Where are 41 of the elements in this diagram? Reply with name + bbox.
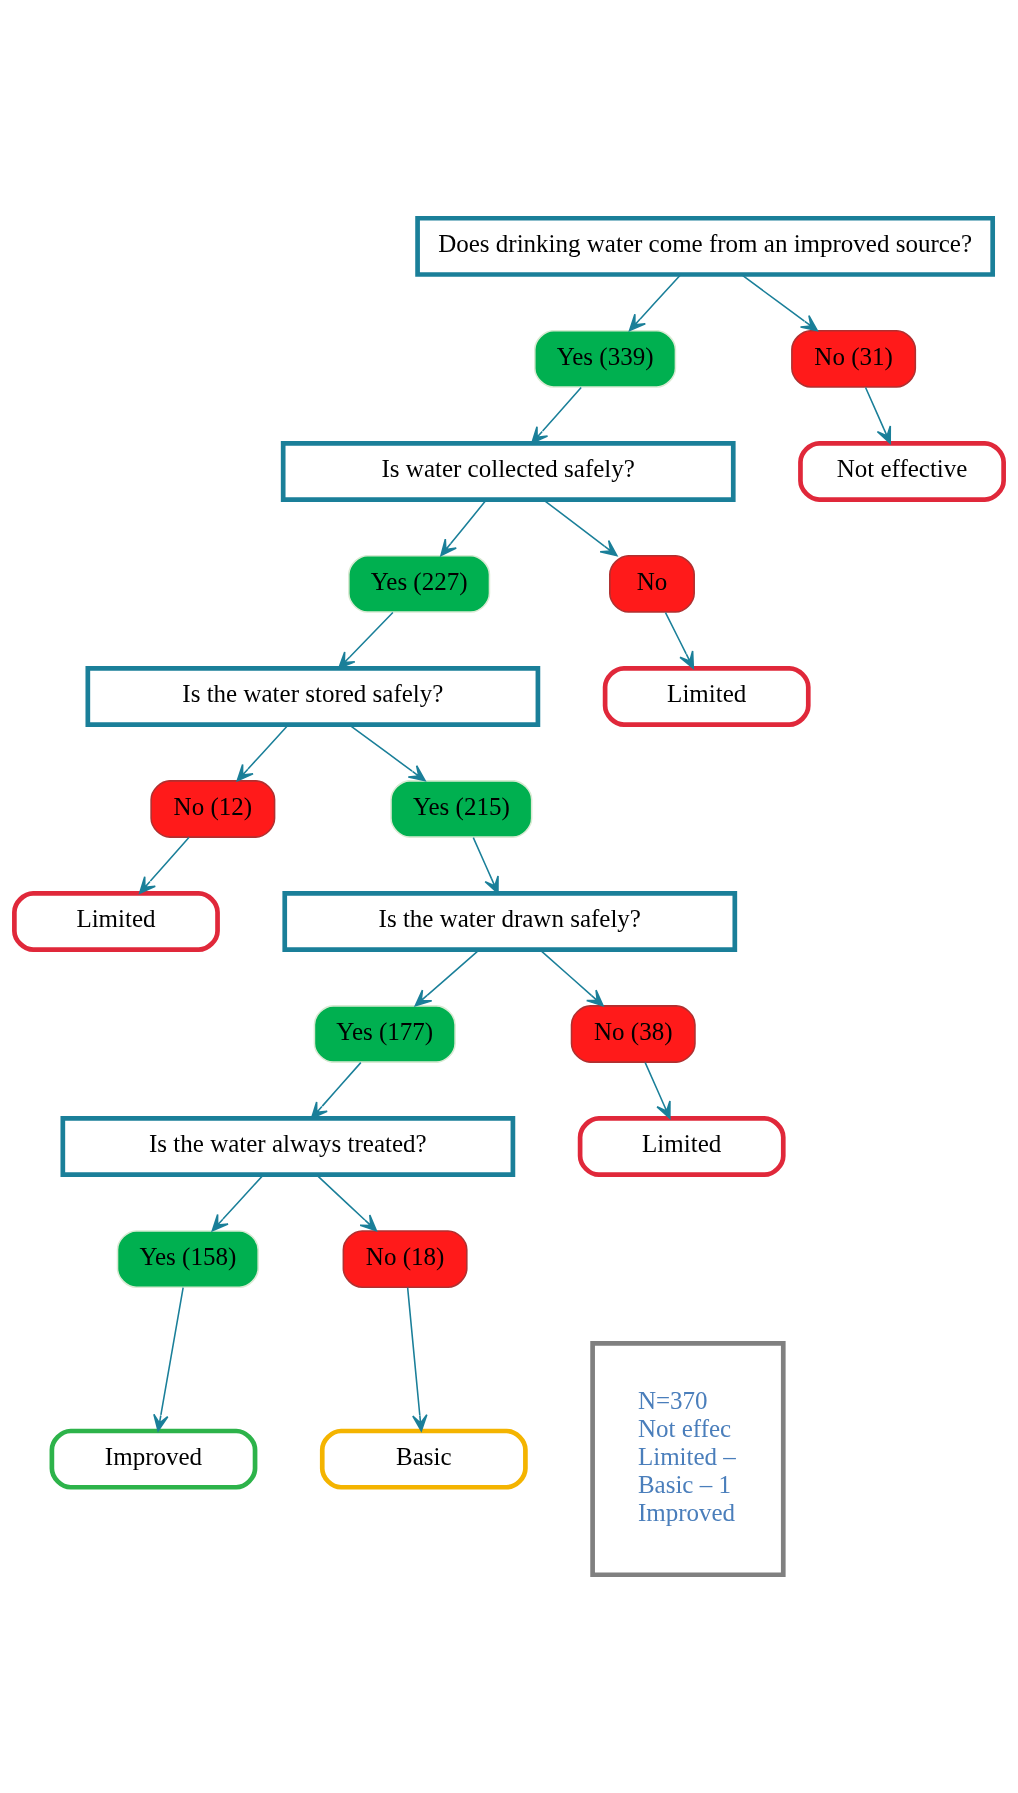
node-box: Is the water drawn safely?: [282, 891, 738, 952]
node-box: No (31): [791, 330, 917, 388]
node-box: Yes (339): [534, 330, 677, 388]
node-box: Limited: [602, 666, 811, 727]
node-box: Basic: [319, 1428, 528, 1490]
node-box: Improved: [49, 1428, 258, 1490]
node-box: Limited: [12, 891, 220, 952]
node-box: Is the water stored safely?: [85, 666, 541, 727]
arrow: [440, 499, 487, 557]
node-box: Is water collected safely?: [280, 440, 736, 502]
node-box: No (12): [150, 780, 276, 838]
arrow: [316, 1174, 378, 1232]
arrow: [153, 1286, 184, 1432]
arrow: [406, 1286, 428, 1432]
arrow: [864, 386, 892, 444]
arrow: [211, 1174, 264, 1232]
arrow: [664, 611, 695, 669]
arrow: [741, 274, 819, 332]
arrow: [628, 274, 682, 332]
node-box: Not effective: [798, 440, 1006, 502]
arrow: [138, 836, 190, 894]
node-box: No: [609, 555, 695, 613]
node-box: No (18): [342, 1230, 468, 1288]
node-box: Yes (177): [313, 1005, 456, 1063]
arrow: [236, 724, 289, 782]
arrow: [338, 611, 394, 669]
node-box: Does drinking water come from an improved source?: [415, 215, 996, 277]
arrow: [543, 499, 618, 557]
node-box: Yes (158): [116, 1230, 259, 1288]
node-box: Yes (215): [390, 780, 533, 838]
node-box: N=370 Not effec Limited – Basic – 1 Improved: [590, 1341, 786, 1578]
arrow: [414, 949, 480, 1007]
arrow: [531, 386, 582, 444]
arrow: [472, 836, 499, 894]
node-box: Is the water always treated?: [60, 1116, 516, 1178]
node-box: Limited: [577, 1116, 786, 1178]
arrow: [348, 724, 426, 782]
arrow: [644, 1061, 671, 1120]
arrow: [539, 949, 604, 1007]
node-box: No (38): [570, 1005, 696, 1063]
node-box: Yes (227): [348, 555, 491, 613]
